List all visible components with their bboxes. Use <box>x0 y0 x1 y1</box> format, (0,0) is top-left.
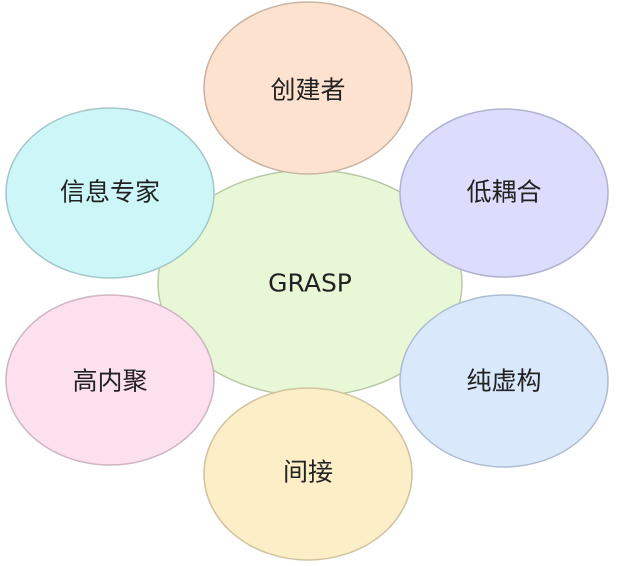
bubble-creator: 创建者 <box>203 1 413 175</box>
bubble-indirection-ellipse <box>203 387 413 561</box>
bubble-pure-fabrication-ellipse <box>399 294 609 468</box>
bubble-low-coupling-ellipse <box>399 108 609 278</box>
bubble-creator-label: 创建者 <box>270 76 345 105</box>
center-node: GRASP <box>157 169 463 397</box>
bubble-pure-fabrication: 纯虚构 <box>399 294 609 468</box>
bubble-creator-ellipse <box>203 1 413 175</box>
bubble-low-coupling: 低耦合 <box>399 108 609 278</box>
bubble-information-expert-ellipse <box>5 107 215 279</box>
bubble-indirection-label: 间接 <box>283 458 333 487</box>
bubble-high-cohesion-ellipse <box>5 294 215 466</box>
bubble-pure-fabrication-label: 纯虚构 <box>466 367 541 396</box>
bubble-high-cohesion: 高内聚 <box>5 294 215 466</box>
center-label: GRASP <box>268 269 352 298</box>
bubble-information-expert: 信息专家 <box>5 107 215 279</box>
bubble-indirection: 间接 <box>203 387 413 561</box>
bubble-low-coupling-label: 低耦合 <box>466 178 541 207</box>
bubble-high-cohesion-label: 高内聚 <box>72 367 147 396</box>
bubble-information-expert-label: 信息专家 <box>60 178 160 207</box>
